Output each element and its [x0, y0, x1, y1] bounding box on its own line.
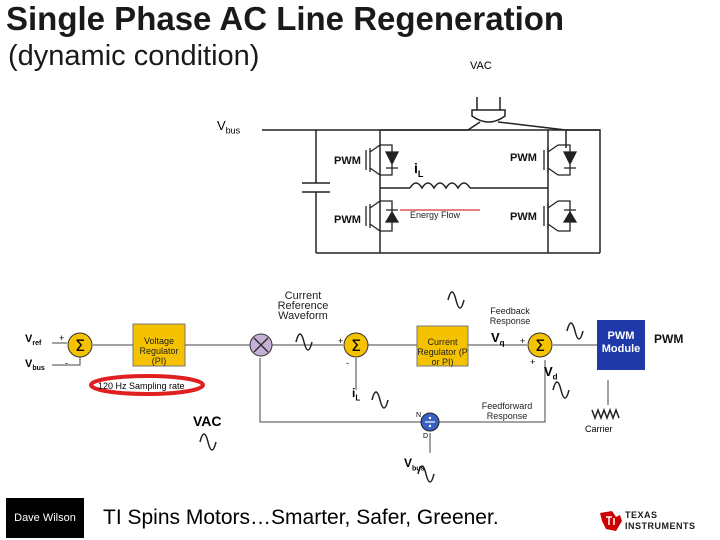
sine-icon-vd — [552, 381, 570, 399]
sum3-plus-bottom: + — [530, 357, 536, 367]
summing-junction-2: Σ — [343, 332, 369, 358]
feedforward-response-label: Feedforward Response — [481, 401, 533, 421]
igbt-top-left — [365, 144, 400, 176]
vac-plug-wires — [380, 121, 567, 148]
pwm-module-label: PWM Module — [601, 330, 641, 355]
footer-slogan: TI Spins Motors…Smarter, Safer, Greener. — [103, 506, 499, 529]
sine-icon-reference — [295, 333, 313, 351]
igbt-bottom-left — [365, 200, 400, 232]
sine-icon-vac — [199, 433, 217, 451]
vac-control-label: VAC — [193, 413, 222, 429]
current-reference-label: Current Reference Waveform — [277, 290, 329, 322]
dc-link-capacitor — [302, 130, 330, 253]
sine-icon-vq — [566, 322, 584, 340]
carrier-waveform-icon — [591, 407, 620, 421]
vac-plug-body — [471, 109, 506, 123]
vac-plug-pins — [476, 97, 501, 110]
page-title: Single Phase AC Line Regeneration — [6, 0, 565, 37]
multiplier-block — [249, 333, 273, 357]
vbus-bottom-label: Vbus — [404, 456, 425, 473]
sum3-plus-top: + — [520, 336, 526, 346]
ti-logo-icon — [600, 511, 622, 531]
sum1-minus: - — [65, 358, 68, 368]
ti-company-line2: INSTRUMENTS — [625, 521, 696, 531]
pwm-label-top-left: PWM — [334, 155, 361, 167]
current-regulator-label: Current Regulator (P or PI) — [417, 337, 468, 367]
divider-block — [420, 412, 440, 432]
sum2-minus: - — [346, 358, 349, 368]
igbt-bottom-right — [543, 200, 578, 232]
svg-text:Σ: Σ — [351, 336, 361, 355]
vbus-input-label: Vbus — [25, 358, 45, 373]
sampling-rate-label: 120 Hz Sampling rate — [98, 381, 185, 391]
igbt-top-right — [543, 144, 578, 176]
feedback-response-label: Feedback Response — [489, 306, 531, 326]
il-power-label: iL — [414, 160, 424, 179]
pwm-module-box — [597, 320, 645, 370]
vref-label: Vref — [25, 333, 42, 348]
summing-junction-1: Σ — [67, 332, 93, 358]
pwm-label-top-right: PWM — [510, 152, 537, 164]
vq-label: Vq — [491, 330, 505, 348]
carrier-label: Carrier — [585, 424, 613, 434]
sum1-plus: + — [59, 333, 65, 343]
sine-icon-feedback — [447, 291, 465, 309]
vac-reference-wire — [259, 358, 422, 423]
summing-junction-3: Σ — [527, 332, 553, 358]
pwm-label-bottom-right: PWM — [510, 211, 537, 223]
sine-icon-il — [371, 391, 389, 409]
sampling-rate-highlight — [89, 374, 205, 396]
energy-flow-label: Energy Flow — [410, 210, 461, 220]
voltage-regulator-label: Voltage Regulator (PI) — [139, 336, 179, 366]
pwm-label-bottom-left: PWM — [334, 214, 361, 226]
voltage-regulator-box — [132, 323, 186, 367]
sine-icon-vbus — [417, 465, 435, 483]
vbus-feedback-wire — [52, 355, 81, 366]
vac-label: VAC — [470, 60, 492, 72]
feedforward-wire — [430, 360, 546, 423]
page-subtitle: (dynamic condition) — [8, 40, 260, 72]
divider-denominator-label: D — [423, 433, 429, 440]
sum2-plus: + — [338, 336, 344, 346]
svg-text:Σ: Σ — [75, 336, 85, 355]
pwm-output-label: PWM — [654, 332, 684, 346]
vbus-main-label: Vbus — [217, 118, 241, 136]
author-badge: Dave Wilson — [6, 498, 84, 538]
right-rail — [566, 129, 601, 253]
il-control-label: iL — [352, 386, 361, 403]
divider-numerator-label: N — [416, 412, 422, 419]
svg-text:Σ: Σ — [535, 336, 545, 355]
inductor-coil — [409, 182, 471, 190]
vd-label: Vd — [544, 364, 558, 382]
current-regulator-box — [416, 325, 469, 367]
ti-company-line1: TEXAS — [625, 510, 658, 520]
